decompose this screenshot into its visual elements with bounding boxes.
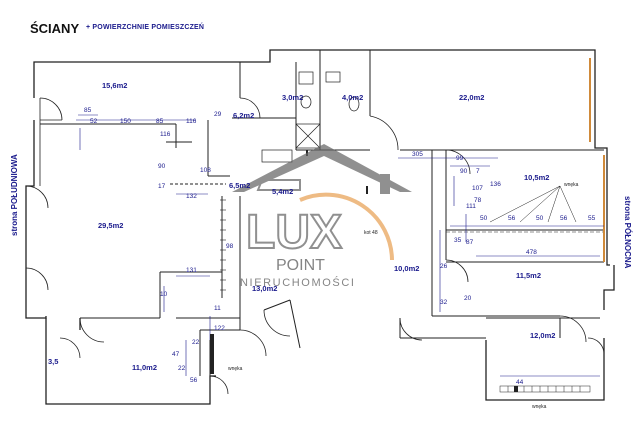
niche-note: wnęka bbox=[564, 182, 579, 188]
dimension-label: 17 bbox=[158, 183, 166, 190]
outer-walls bbox=[25, 49, 615, 405]
dimension-labels: 85 52 150 85 116 17 29 108 132 90 98 131… bbox=[84, 107, 596, 386]
plan-notes: wnęka wnęka wnęka kot 48 bbox=[228, 182, 579, 410]
dimension-label: 47 bbox=[172, 351, 180, 358]
logo-brand-point: POINT bbox=[276, 257, 325, 274]
dimension-label: 52 bbox=[90, 118, 98, 125]
dimension-label: 131 bbox=[186, 267, 197, 274]
dimension-label: 122 bbox=[214, 325, 225, 332]
dimension-label: 78 bbox=[474, 197, 482, 204]
room-area-label: 6,2m2 bbox=[233, 111, 254, 120]
niche-note: wnęka bbox=[532, 404, 547, 410]
dimension-label: 56 bbox=[508, 215, 516, 222]
dimension-label: 305 bbox=[412, 151, 423, 158]
south-side-label: strona POŁUDNIOWA bbox=[10, 154, 19, 236]
dimension-label: 98 bbox=[226, 243, 234, 250]
dimension-label: 136 bbox=[490, 181, 501, 188]
dimension-lines bbox=[76, 114, 604, 377]
page-title: ŚCIANY bbox=[30, 21, 80, 36]
dimension-label: 35 bbox=[454, 237, 462, 244]
dimension-label: 87 bbox=[466, 239, 474, 246]
dimension-label: 478 bbox=[526, 249, 537, 256]
dimension-label: 116 bbox=[160, 131, 171, 138]
dimension-label: 32 bbox=[440, 299, 448, 306]
dimension-label: 10 bbox=[160, 291, 168, 298]
room-area-label: 10,0m2 bbox=[394, 264, 419, 273]
dimension-label: 55 bbox=[588, 215, 596, 222]
room-area-label: 10,5m2 bbox=[524, 173, 549, 182]
lux-point-logo: LUX POINT NIERUCHOMOŚCI bbox=[232, 144, 412, 289]
room-area-label: 15,6m2 bbox=[102, 81, 127, 90]
room-area-label: 11,0m2 bbox=[132, 363, 157, 372]
dimension-label: 44 bbox=[516, 379, 524, 386]
dimension-label: 29 bbox=[214, 111, 222, 118]
dimension-label: 85 bbox=[84, 107, 92, 114]
room-area-label: 13,0m2 bbox=[252, 284, 277, 293]
page-subtitle: + POWIERZCHNIE POMIESZCZEŃ bbox=[86, 24, 205, 31]
dimension-label: 116 bbox=[186, 118, 197, 125]
room-area-label: 29,5m2 bbox=[98, 221, 123, 230]
wall-hatching bbox=[220, 199, 604, 291]
dimension-label: 7 bbox=[476, 168, 480, 175]
room-area-label: 3,5 bbox=[48, 357, 58, 366]
room-area-label: 11,5m2 bbox=[516, 271, 541, 280]
dimension-label: 50 bbox=[480, 215, 488, 222]
dimension-label: 56 bbox=[560, 215, 568, 222]
dimension-label: 11 bbox=[214, 305, 221, 312]
dimension-label: 90 bbox=[460, 168, 468, 175]
dimension-label: 99 bbox=[456, 155, 464, 162]
bathroom-fixtures bbox=[261, 71, 360, 163]
stairs bbox=[499, 385, 591, 393]
dimension-label: 26 bbox=[440, 263, 448, 270]
level-note: kot 48 bbox=[364, 230, 378, 236]
room-area-label: 3,0m2 bbox=[282, 93, 303, 102]
dimension-label: 111 bbox=[466, 203, 476, 210]
dimension-label: 22 bbox=[178, 365, 186, 372]
logo-brand-nieruchomosci: NIERUCHOMOŚCI bbox=[240, 276, 356, 289]
dimension-label: 150 bbox=[120, 118, 131, 125]
room-area-label: 4,0m2 bbox=[342, 93, 363, 102]
niche-note: wnęka bbox=[228, 366, 243, 372]
dimension-label: 20 bbox=[464, 295, 472, 302]
room-area-label: 5,4m2 bbox=[272, 187, 293, 196]
dimension-label: 107 bbox=[472, 185, 483, 192]
logo-brand-lux: LUX bbox=[246, 206, 342, 259]
leader-lines bbox=[489, 185, 577, 223]
room-area-label: 22,0m2 bbox=[459, 93, 484, 102]
room-labels: 15,6m2 6,2m2 3,0m2 4,0m2 22,0m2 29,5m2 6… bbox=[48, 81, 555, 372]
windows bbox=[589, 58, 605, 262]
dimension-label: 132 bbox=[186, 193, 197, 200]
room-area-label: 6,5m2 bbox=[229, 181, 250, 190]
dimension-label: 22 bbox=[192, 339, 200, 346]
door-swings bbox=[25, 97, 605, 395]
dimension-label: 108 bbox=[200, 167, 211, 174]
dimension-label: 90 bbox=[158, 163, 166, 170]
dimension-label: 50 bbox=[536, 215, 544, 222]
dimension-label: 56 bbox=[190, 377, 198, 384]
north-side-label: strona PÓŁNOCNA bbox=[623, 196, 632, 269]
room-area-label: 12,0m2 bbox=[530, 331, 555, 340]
dimension-label: 85 bbox=[156, 118, 164, 125]
